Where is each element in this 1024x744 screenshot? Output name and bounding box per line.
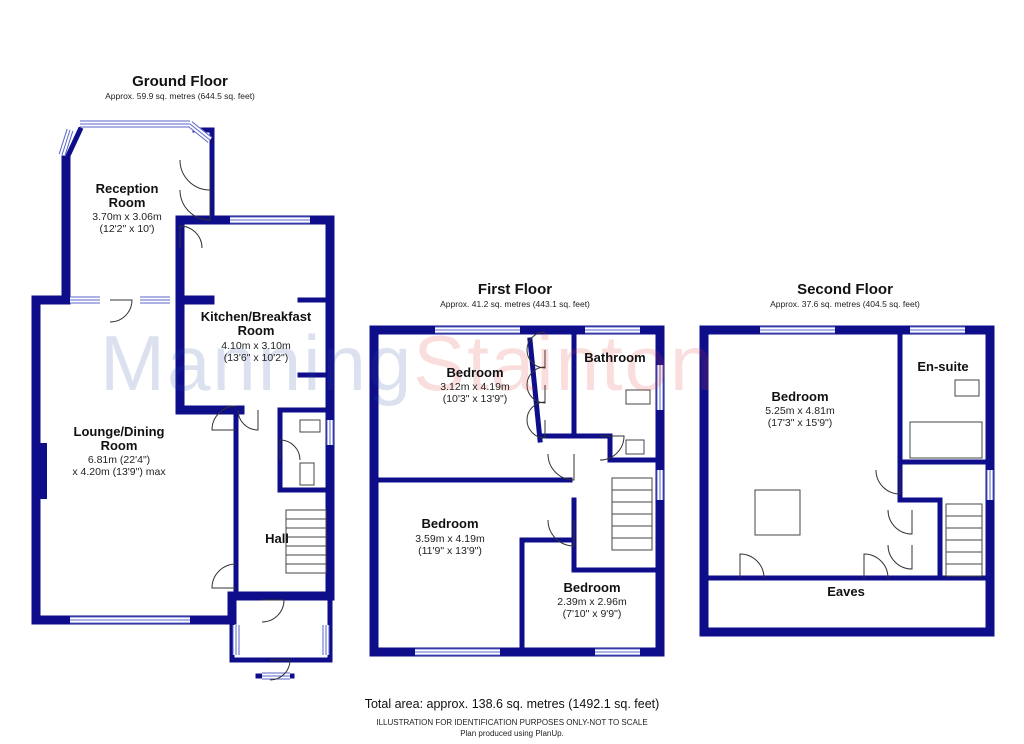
stair-tread xyxy=(285,509,327,520)
stair-tread xyxy=(945,551,983,565)
first-bedroom3-dim2: (7'10" x 9'9") xyxy=(562,608,622,620)
reception-room-name: Reception Room xyxy=(95,181,159,210)
stair-tread xyxy=(945,539,983,553)
door-swing xyxy=(237,409,259,431)
second-bedroom-dim2: (17'3" x 15'9") xyxy=(767,417,833,429)
reception-room-dim2: (12'2" x 10') xyxy=(99,223,155,235)
stair-tread xyxy=(611,489,653,503)
second-floor-title: Second Floor xyxy=(797,281,893,298)
door-swing xyxy=(179,159,211,191)
bath-toilet xyxy=(625,389,651,405)
ensuite-toilet xyxy=(954,379,980,397)
door-swing xyxy=(179,225,203,249)
lounge-room-dim2: x 4.20m (13'9") max xyxy=(72,466,166,478)
door-swing xyxy=(179,189,211,221)
first-bedroom2-name: Bedroom xyxy=(421,516,479,531)
ground-floor-area: Approx. 59.9 sq. metres (644.5 sq. feet) xyxy=(105,91,255,101)
door-swing xyxy=(887,509,913,535)
disclaimer: ILLUSTRATION FOR IDENTIFICATION PURPOSES… xyxy=(376,718,648,727)
door-swing xyxy=(261,599,285,623)
first-bedroom1-name: Bedroom xyxy=(446,365,504,380)
window-pane xyxy=(187,125,209,143)
ensuite-shower xyxy=(909,421,983,459)
watermark-part1: Manning xyxy=(100,319,414,407)
kitchen-room-name: Kitchen/Breakfast Room xyxy=(200,309,312,338)
window-pane xyxy=(61,129,71,156)
stair-tread xyxy=(945,503,983,517)
eaves-name: Eaves xyxy=(827,584,865,599)
second-floor-area: Approx. 37.6 sq. metres (404.5 sq. feet) xyxy=(770,299,920,309)
door-swing xyxy=(875,469,901,495)
total-area: Total area: approx. 138.6 sq. metres (14… xyxy=(364,697,660,711)
door-swing xyxy=(739,553,765,579)
stair-tread xyxy=(611,513,653,527)
stair-tread xyxy=(945,563,983,577)
door-swing xyxy=(599,435,625,461)
roof-skylight xyxy=(754,489,801,536)
door-swing xyxy=(109,299,133,323)
window-pane xyxy=(64,130,74,157)
door-swing xyxy=(547,519,575,547)
kitchen-room-dim1: 4.10m x 3.10m xyxy=(221,340,291,352)
stair-tread xyxy=(611,525,653,539)
first-bedroom1-dim1: 3.12m x 4.19m xyxy=(440,381,510,393)
stair-tread xyxy=(285,518,327,529)
ground-floor-title: Ground Floor xyxy=(132,73,228,90)
wc-basin xyxy=(299,419,321,433)
wall xyxy=(62,126,84,164)
ensuite-name: En-suite xyxy=(917,359,969,374)
wc-toilet xyxy=(299,462,315,486)
first-bedroom3-name: Bedroom xyxy=(563,580,621,595)
first-floor-title: First Floor xyxy=(477,281,553,298)
windows xyxy=(58,120,994,680)
hall-name: Hall xyxy=(265,531,289,546)
door-swing xyxy=(547,453,575,481)
bath-basin xyxy=(625,439,645,455)
watermark-part2: Stainton xyxy=(413,319,716,407)
stair-tread xyxy=(285,563,327,574)
stair-tread xyxy=(945,515,983,529)
door-swing xyxy=(211,563,237,589)
watermark: ManningStainton xyxy=(100,318,715,409)
window-pane xyxy=(191,121,213,139)
first-bedroom2-dim1: 3.59m x 4.19m xyxy=(415,533,485,545)
door-swing xyxy=(269,659,291,681)
second-bedroom-dim1: 5.25m x 4.81m xyxy=(765,405,835,417)
stair-tread xyxy=(285,545,327,556)
plan-credit: Plan produced using PlanUp. xyxy=(460,729,564,738)
kitchen-room-dim2: (13'6" x 10'2") xyxy=(223,352,289,364)
bathroom-name: Bathroom xyxy=(584,350,646,365)
first-bedroom1-dim2: (10'3" x 13'9") xyxy=(442,393,508,405)
lounge-room-name: Lounge/Dining Room xyxy=(73,424,165,453)
window-pane xyxy=(58,128,68,155)
window-pane xyxy=(189,123,211,141)
door-swing xyxy=(887,544,913,570)
first-bedroom3-dim1: 2.39m x 2.96m xyxy=(557,596,627,608)
door-swing xyxy=(863,553,889,579)
stair-tread xyxy=(285,554,327,565)
door-swing xyxy=(211,405,237,431)
first-floor-area: Approx. 41.2 sq. metres (443.1 sq. feet) xyxy=(440,299,590,309)
stair-tread xyxy=(611,477,653,491)
stair-tread xyxy=(611,537,653,551)
door-swing xyxy=(526,401,546,439)
first-bedroom2-dim2: (11'9" x 13'9") xyxy=(418,545,482,557)
stair-tread xyxy=(611,501,653,515)
reception-room-dim1: 3.70m x 3.06m xyxy=(92,211,162,223)
doors xyxy=(109,159,913,681)
wall xyxy=(527,337,543,443)
fixtures xyxy=(285,379,983,577)
lounge-room-dim1: 6.81m (22'4") xyxy=(87,454,151,466)
second-bedroom-name: Bedroom xyxy=(771,389,829,404)
stair-tread xyxy=(945,527,983,541)
door-swing xyxy=(279,439,301,461)
